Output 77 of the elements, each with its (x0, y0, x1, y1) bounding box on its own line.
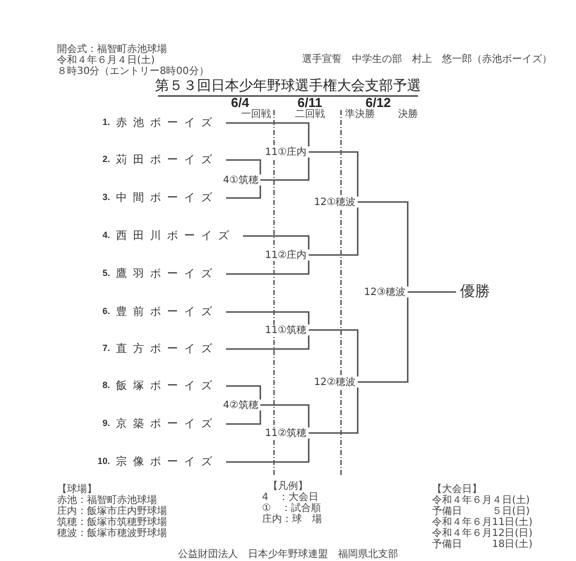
round-name: 一回戦 (241, 109, 271, 120)
time-note: ８時30分（エントリー8時00分） (57, 66, 209, 77)
schedule-entry: 令和４年６月４日(土) (432, 495, 530, 506)
round-name: 二回戦 (295, 109, 325, 120)
round-name: 決勝 (398, 109, 418, 120)
venue-entry: 穂波：飯塚市穂波野球場 (57, 528, 167, 539)
bracket-line (358, 298, 408, 383)
team-name: 中間ボーイズ (116, 192, 218, 204)
team-name: 赤池ボーイズ (116, 116, 218, 130)
bracket-line (358, 201, 408, 286)
team-number: 8. (101, 381, 110, 391)
bracket-line (226, 410, 262, 425)
footer-text: 公益財団法人 日本少年野球連盟 福岡県北支部 (178, 549, 398, 560)
schedule-entry: 令和４年６月12日(日) (432, 528, 533, 539)
legend-entry: 4 ：大会日 (262, 492, 318, 503)
venue-note: 開会式：福智町赤池球場 (57, 44, 167, 55)
bracket-line (308, 329, 358, 376)
match-label: 11②庄内 (264, 250, 308, 260)
bracket-line (260, 158, 310, 181)
match-label: 11①庄内 (264, 146, 308, 158)
bracket-line (243, 235, 310, 250)
match-label: 12②穂波 (313, 376, 357, 388)
match-label: 11①筑穂 (264, 324, 308, 336)
bracket-line (308, 151, 358, 196)
bracket-line (226, 438, 310, 463)
bracket-line (226, 159, 262, 174)
schedule-entry: 予備日 18日(土) (432, 539, 533, 550)
team-number: 5. (101, 269, 110, 279)
team-number: 10. (96, 457, 110, 467)
bracket-line (226, 336, 310, 350)
legend-entry: 庄内：球 場 (262, 514, 322, 525)
team-name: 西田川ボーイズ (116, 230, 235, 242)
section-heading: 【大会日】 (432, 484, 482, 495)
team-number: 4. (101, 231, 110, 241)
title: 第５３回日本少年野球選手権大会支部予選 (154, 79, 422, 94)
team-number: 2. (101, 155, 110, 165)
round-date: 6/4 (231, 96, 250, 110)
round-date: 6/12 (366, 96, 391, 110)
venue-entry: 筑穂：飯塚市筑穂野球場 (57, 517, 167, 528)
bracket-line (226, 311, 310, 324)
team-number: 7. (101, 344, 110, 354)
team-name: 京築ボーイズ (116, 418, 218, 430)
champion-label: 優勝 (460, 283, 490, 300)
team-name: 直方ボーイズ (116, 342, 218, 356)
team-number: 1. (101, 118, 110, 128)
match-label: 4②筑穂 (222, 400, 260, 410)
legend-entry: ① ：試合順 (262, 503, 321, 514)
section-heading: 【球場】 (57, 484, 97, 495)
round-name: 準決勝 (345, 109, 375, 120)
bracket-line (308, 388, 358, 434)
bracket-line (226, 260, 310, 275)
match-label: 12③穂波 (363, 286, 407, 298)
team-name: 豊前ボーイズ (116, 306, 218, 318)
oath-note: 選手宣誓 中学生の部 村上 悠一郎（赤池ボーイズ） (302, 54, 552, 65)
match-label: 11②筑穂 (264, 428, 308, 438)
match-label: 12①穂波 (313, 196, 357, 208)
team-number: 9. (101, 419, 110, 429)
venue-entry: 赤池：福智町赤池球場 (57, 495, 157, 506)
team-number: 6. (101, 307, 110, 317)
team-name: 飯塚ボーイズ (116, 380, 218, 392)
round-date: 6/11 (298, 96, 322, 110)
team-name: 宗像ボーイズ (116, 456, 218, 468)
bracket-line (226, 385, 262, 400)
schedule-entry: 予備日 ５日(日) (432, 506, 530, 517)
bracket-line (260, 404, 310, 428)
section-heading: 【凡例】 (268, 481, 308, 492)
team-name: 苅田ボーイズ (116, 154, 218, 166)
team-number: 3. (101, 193, 110, 203)
bracket-line (226, 186, 262, 199)
venue-entry: 庄内：飯塚市庄内野球場 (57, 506, 167, 517)
date-note: 令和４年６月４日(土) (57, 55, 155, 66)
bracket-line (408, 291, 456, 293)
match-label: 4①筑穂 (222, 174, 260, 186)
schedule-entry: 令和４年６月11日(土) (432, 517, 533, 528)
bracket-line (308, 208, 358, 256)
team-name: 鷹羽ボーイズ (116, 268, 218, 280)
bracket-line (226, 122, 310, 146)
